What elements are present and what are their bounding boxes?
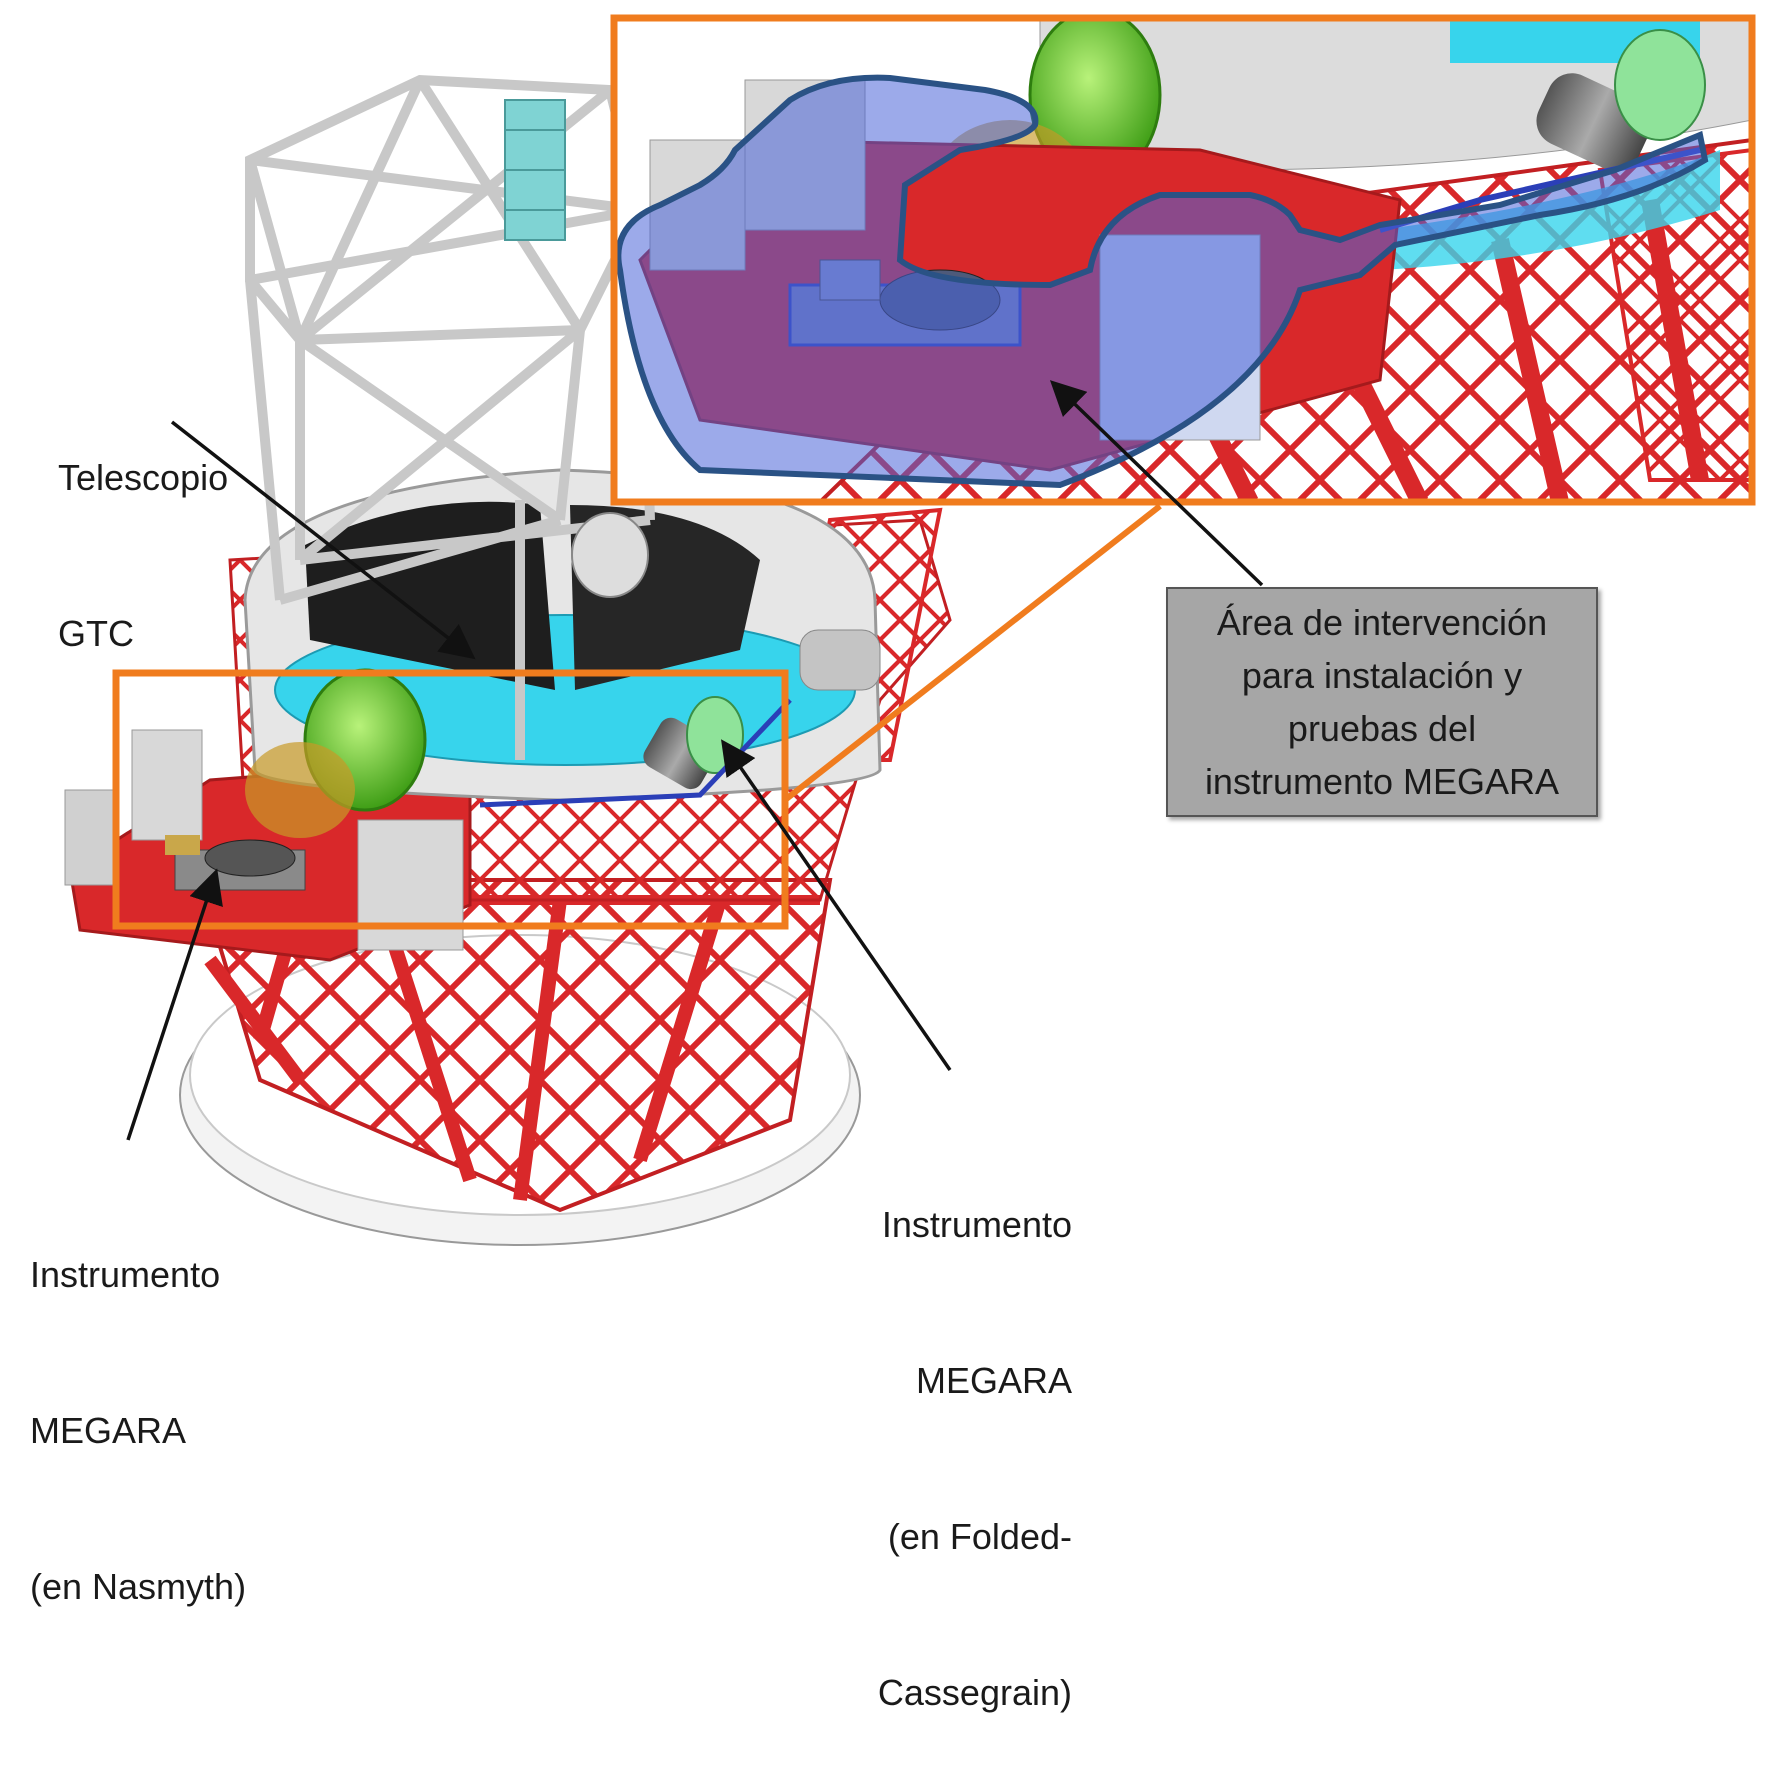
callout-line: Área de intervención xyxy=(1216,602,1548,643)
zoom-connector-top xyxy=(783,503,1162,803)
folded-cassegrain-port xyxy=(571,512,649,598)
label-line: Telescopio xyxy=(58,457,229,498)
label-line: MEGARA xyxy=(30,1410,187,1451)
arrow-nasmyth xyxy=(126,868,223,1141)
arrow-telescope xyxy=(170,420,476,660)
callout-line: pruebas del xyxy=(1287,708,1477,749)
label-line: (en Nasmyth) xyxy=(30,1566,247,1607)
telescope-rendering xyxy=(64,74,952,1246)
cabinet xyxy=(64,789,116,886)
zoom-inset xyxy=(614,18,1752,502)
label-line: MEGARA xyxy=(915,1360,1072,1401)
label-telescope-gtc: Telescopio GTC xyxy=(58,348,228,712)
highlight-box-large xyxy=(610,14,1756,506)
label-line: Instrumento xyxy=(881,1204,1072,1245)
label-line: Cassegrain) xyxy=(877,1672,1072,1713)
intervention-area xyxy=(615,74,1709,489)
callout-line: instrumento MEGARA xyxy=(1204,761,1560,802)
callout-line: para instalación y xyxy=(1241,655,1523,696)
blue-railing xyxy=(479,698,792,808)
cabinet xyxy=(357,819,464,951)
telescope-diagram xyxy=(64,14,1756,1246)
arrow-area xyxy=(1049,380,1264,587)
label-line: (en Folded- xyxy=(887,1516,1072,1557)
label-line: GTC xyxy=(58,613,134,654)
label-line: Instrumento xyxy=(30,1254,221,1295)
intervention-area-callout: Área de intervención para instalación y … xyxy=(1166,587,1598,817)
label-megara-folded-cassegrain: Instrumento MEGARA (en Folded- Cassegrai… xyxy=(800,1095,1072,1771)
label-megara-nasmyth: Instrumento MEGARA (en Nasmyth) xyxy=(30,1145,246,1665)
arrow-folded xyxy=(721,739,952,1071)
top-truss xyxy=(245,74,655,760)
cabinet xyxy=(131,729,203,841)
grey-cylinders xyxy=(799,629,881,691)
